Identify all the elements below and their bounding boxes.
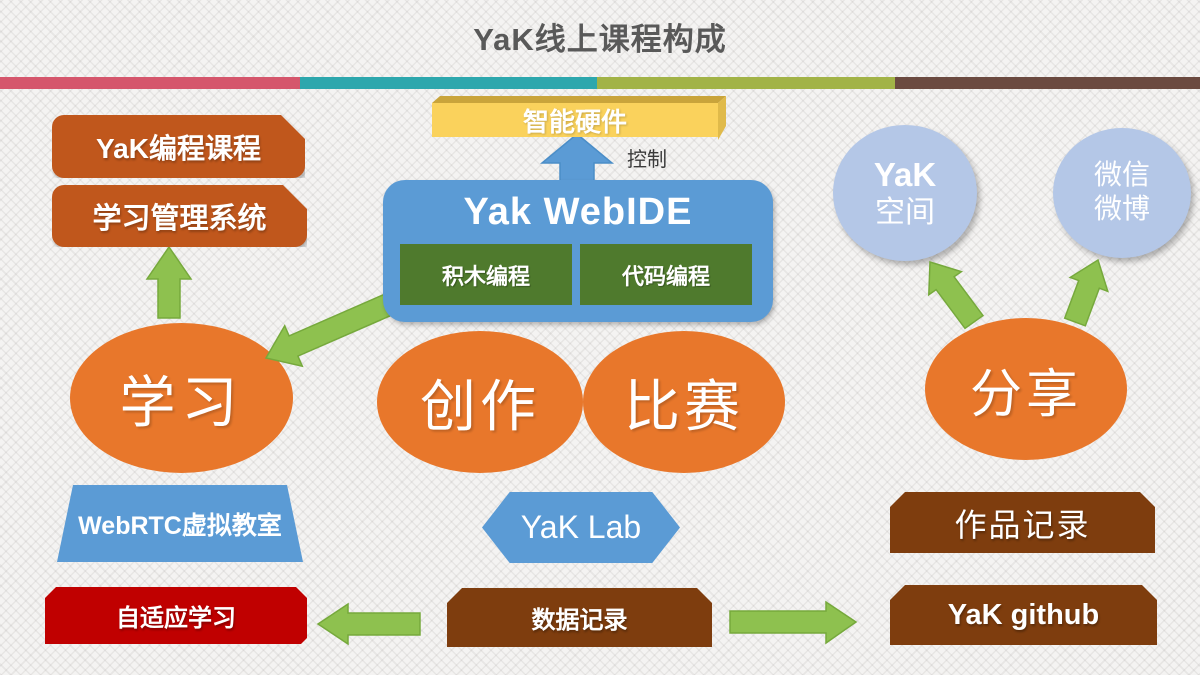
- share-label: 分享: [969, 366, 1082, 424]
- stripe-segment-teal: [300, 77, 597, 89]
- works-record-label: 作品记录: [954, 506, 1091, 543]
- node-yak-lab: YaK Lab: [482, 492, 680, 563]
- smart-hardware-label: 智能硬件: [522, 106, 627, 137]
- divider-stripe: [0, 77, 1200, 89]
- node-learn: 学习: [70, 323, 293, 473]
- node-code-programming: 代码编程: [580, 244, 752, 305]
- wechat-weibo-line2: 微博: [1093, 194, 1150, 225]
- node-block-programming: 积木编程: [400, 244, 572, 305]
- compete-label: 比赛: [624, 376, 744, 439]
- webide-label: Yak WebIDE: [463, 190, 693, 233]
- node-works-record: 作品记录: [890, 492, 1155, 553]
- arrow-data-to-adaptive-icon: [316, 602, 421, 646]
- arrow-learn-to-lms-icon: [145, 245, 193, 319]
- yak-space-line2: 空间: [875, 195, 935, 229]
- arrow-webide-to-hardware-icon: [539, 133, 615, 182]
- yak-lab-label: YaK Lab: [520, 509, 642, 545]
- stripe-segment-pink: [0, 77, 300, 89]
- node-compete: 比赛: [583, 331, 785, 473]
- yak-github-label: YaK github: [947, 598, 1100, 631]
- adaptive-learning-label: 自适应学习: [116, 605, 236, 632]
- node-webrtc-classroom: WebRTC虚拟教室: [57, 485, 303, 562]
- node-smart-hardware: 智能硬件: [432, 103, 718, 137]
- node-adaptive-learning: 自适应学习: [45, 587, 307, 644]
- webrtc-classroom-label: WebRTC虚拟教室: [78, 511, 282, 540]
- stripe-segment-olive: [597, 77, 895, 89]
- node-share: 分享: [925, 318, 1127, 460]
- control-arrow-label: 控制: [627, 149, 667, 171]
- learn-label: 学习: [119, 372, 244, 435]
- node-create: 创作: [377, 331, 583, 473]
- node-yak-github: YaK github: [890, 585, 1157, 645]
- data-record-label: 数据记录: [531, 607, 628, 634]
- node-yak-space: YaK 空间: [833, 125, 977, 261]
- node-wechat-weibo: 微信 微博: [1053, 128, 1191, 258]
- wechat-weibo-line1: 微信: [1093, 159, 1150, 191]
- create-label: 创作: [420, 376, 540, 439]
- node-webide: Yak WebIDE 积木编程 代码编程: [383, 180, 773, 322]
- node-data-record: 数据记录: [447, 588, 712, 647]
- node-lms: 学习管理系统: [52, 185, 307, 247]
- node-yak-course: YaK编程课程: [52, 115, 305, 178]
- block-programming-label: 积木编程: [441, 263, 530, 289]
- arrow-share-to-space-icon: [927, 260, 985, 330]
- yak-course-label: YaK编程课程: [96, 132, 261, 164]
- arrow-data-to-github-icon: [729, 600, 858, 645]
- page-title: YaK线上课程构成: [473, 22, 727, 57]
- code-programming-label: 代码编程: [621, 263, 710, 289]
- lms-label: 学习管理系统: [92, 203, 267, 235]
- yak-space-line1: YaK: [873, 155, 937, 193]
- arrow-share-to-sns-icon: [1063, 258, 1109, 327]
- stripe-segment-brown: [895, 77, 1200, 89]
